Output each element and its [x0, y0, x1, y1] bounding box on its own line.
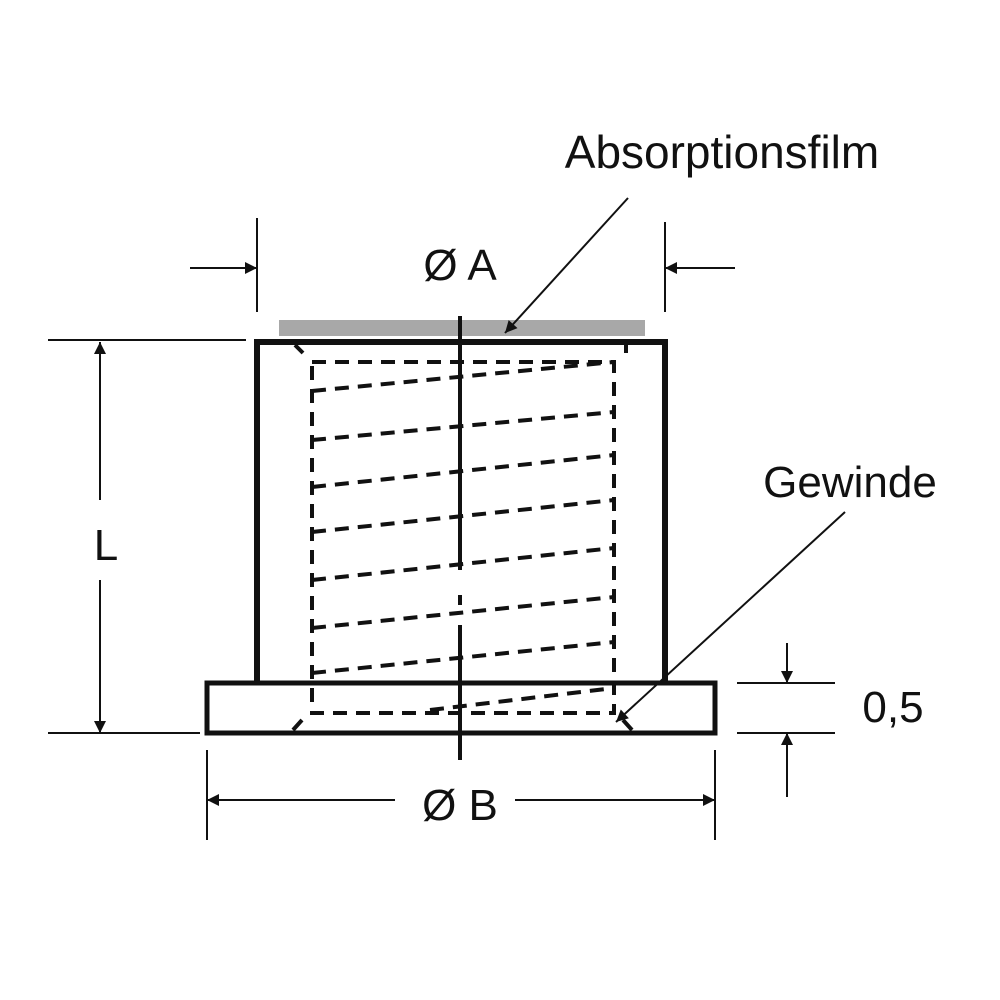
thread-hidden-lines: [310, 360, 616, 715]
thread-label: Gewinde: [763, 458, 937, 507]
absorption-film-label: Absorptionsfilm: [565, 126, 879, 178]
thread-leader: [615, 511, 846, 723]
absorption-film-leader: [504, 197, 629, 334]
diameter-b-label: Ø B: [422, 781, 498, 830]
dimension-l: [48, 339, 246, 734]
dimension-flange-thickness: [737, 643, 835, 797]
length-label: L: [94, 521, 118, 570]
dimension-b: [206, 750, 716, 840]
chamfer-marks: [291, 343, 634, 732]
flange-thickness-label: 0,5: [862, 683, 923, 732]
diameter-a-label: Ø A: [423, 241, 497, 290]
dimension-a: [190, 218, 735, 312]
